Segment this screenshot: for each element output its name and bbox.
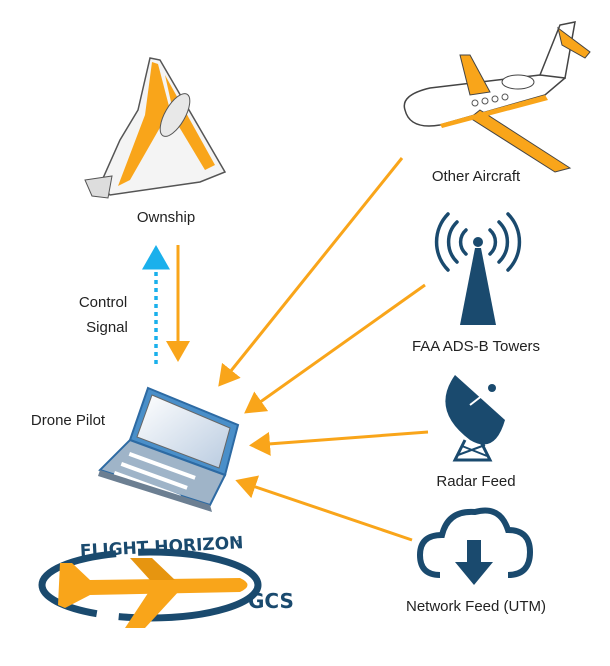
towers-arrow [244,283,426,414]
other-aircraft-label: Other Aircraft [431,168,521,185]
drone-pilot-label: Drone Pilot [30,412,106,429]
control-signal-label-line2: Signal [86,319,128,336]
network-arrow [235,475,413,542]
faa-towers-label: FAA ADS-B Towers [411,338,541,355]
cloud-download-icon [416,507,534,585]
other-aircraft-arrow [218,157,404,387]
network-feed-label: Network Feed (UTM) [405,598,547,615]
radar-feed-label: Radar Feed [436,473,516,490]
logo-trademark: ™ [236,539,243,547]
jet-aircraft-icon [403,21,591,173]
radar-arrow [249,430,429,456]
radio-tower-icon [434,212,522,325]
laptop-icon [98,386,240,512]
control-signal-label-line1: Control [78,294,128,311]
logo-gcs: GCS [248,589,294,613]
ownship-label: Ownship [136,209,196,226]
flight-horizon-logo: FLIGHT HORIZON ™ GCS [38,533,294,628]
drone-icon [84,57,227,199]
radar-dish-icon [445,375,505,462]
